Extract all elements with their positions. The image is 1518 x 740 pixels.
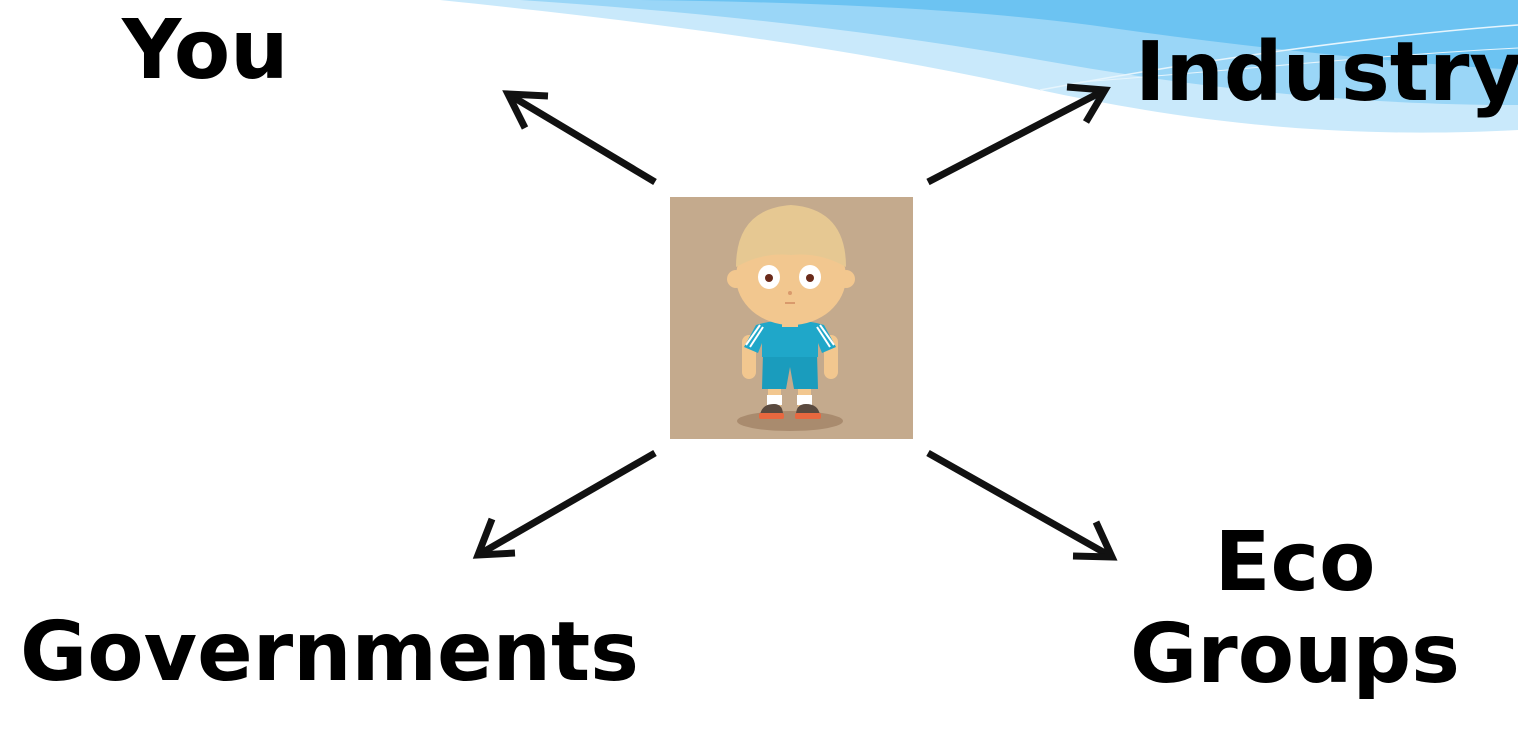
eco-groups-line-1: Eco	[1214, 515, 1376, 610]
node-label-eco-groups: Eco Groups	[1130, 522, 1460, 696]
child-character-icon	[670, 197, 913, 439]
arrow-to-governments	[472, 449, 657, 559]
arrow-to-you	[502, 90, 657, 186]
arrow-to-eco-groups	[926, 449, 1118, 561]
node-label-industry: Industry	[1135, 25, 1518, 120]
arrow-to-industry	[926, 83, 1111, 186]
node-label-governments: Governments	[20, 605, 639, 700]
eco-groups-line-2: Groups	[1130, 607, 1460, 702]
node-label-you: You	[122, 3, 289, 98]
